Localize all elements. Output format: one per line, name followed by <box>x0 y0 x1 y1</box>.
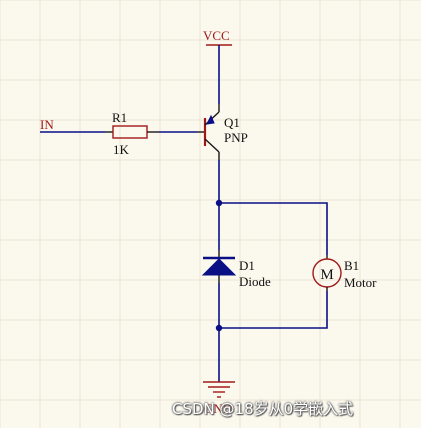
vcc-power-port <box>206 44 232 104</box>
resistor-r1 <box>105 125 159 139</box>
ground-label: GND <box>204 401 232 416</box>
vcc-label: VCC <box>203 28 230 43</box>
motor-ref: B1 <box>344 258 359 273</box>
diode-d1 <box>201 250 237 283</box>
motor-b1 <box>312 255 342 291</box>
motor-value: Motor <box>344 275 377 290</box>
input-net-label: IN <box>40 117 54 132</box>
transistor-q1-pnp <box>197 104 220 160</box>
motor-top-wire <box>219 202 328 255</box>
motor-bottom-wire <box>219 291 328 329</box>
motor-symbol: M <box>320 267 333 283</box>
diode-ref: D1 <box>239 258 255 273</box>
resistor-ref: R1 <box>112 110 127 125</box>
watermark-text: CSDN @18岁从0学嵌入式 <box>172 400 354 418</box>
ground-icon <box>203 381 235 398</box>
diode-value: Diode <box>239 274 271 289</box>
transistor-type: PNP <box>224 130 248 145</box>
resistor-value: 1K <box>113 142 130 157</box>
transistor-ref: Q1 <box>224 115 240 130</box>
